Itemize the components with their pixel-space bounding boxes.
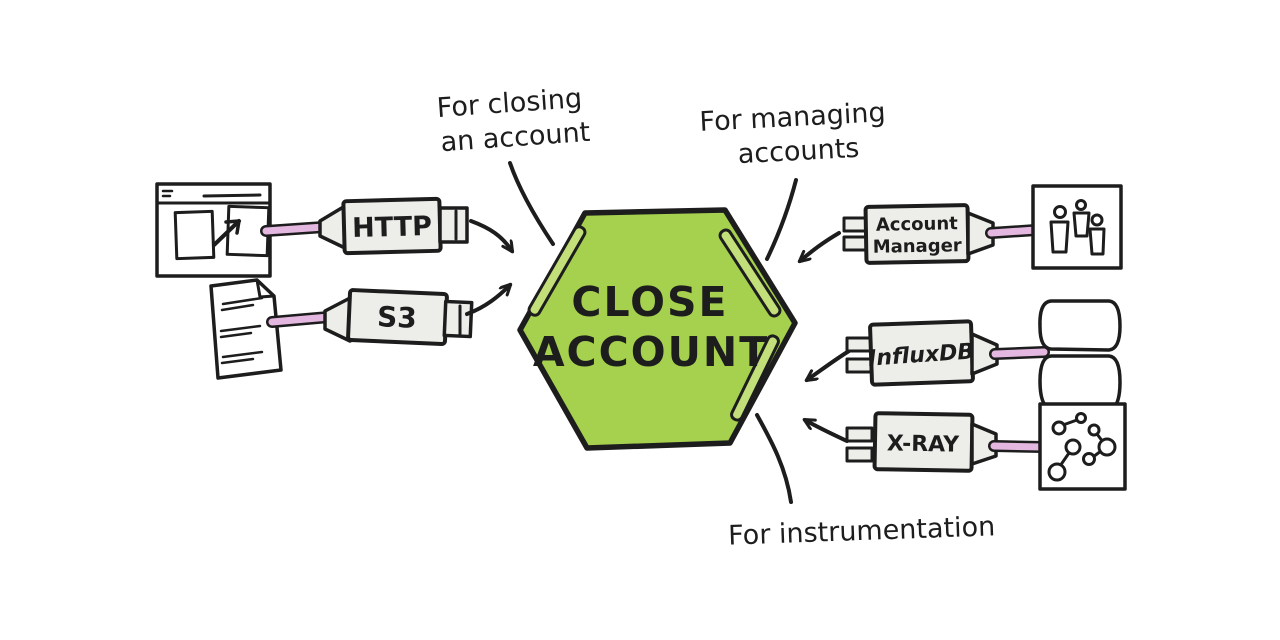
influxdb-plug-collar [970,332,999,376]
s3-cable [268,313,333,326]
s3-plug-label: S3 [376,300,417,335]
xray-arrow [805,418,849,443]
s3-adapter: S3 [209,278,510,380]
http-cable [262,223,328,235]
s3-plug-tip [442,299,474,339]
annotation-managing-pointer-line [765,178,798,261]
users-icon [1031,184,1123,270]
hexagon-port-slot-upper-left [527,225,587,317]
account-manager-adapter: Account Manager [800,184,1123,270]
account-manager-plug-label-line1: Account [876,213,959,235]
account-manager-plug-prong-top [842,216,869,233]
http-plug-collar [318,204,347,250]
annotation-closing-pointer-line [508,161,555,246]
annotation-instrumentation-text: For instrumentation [728,511,996,551]
annotation-closing-line2: an account [440,117,592,158]
http-adapter: HTTP [155,182,512,278]
cursor-arrow-icon [212,219,241,247]
annotation-managing-line1: For managing [699,97,887,138]
s3-arrow [465,285,510,316]
http-plug-tip [438,206,469,244]
http-plug-label: HTTP [352,211,433,244]
xray-plug-prong-bottom [845,446,874,463]
close-account-hexagon: CLOSE ACCOUNT [517,207,798,451]
xray-plug-prong-top [845,426,874,443]
influxdb-cable [991,348,1048,358]
xray-plug-collar [970,422,998,466]
browser-window-icon [155,182,272,278]
xray-adapter: X-RAY [805,402,1127,491]
trace-graph-icon [1038,402,1127,491]
hexagon-shape [517,207,798,451]
document-icon [209,278,283,380]
xray-plug-label: X-RAY [887,431,961,457]
hexagon-title-line2: ACCOUNT [533,328,769,376]
influxdb-plug-prong-bottom [845,357,873,374]
account-manager-arrow [800,231,841,261]
account-manager-plug-collar [966,211,995,256]
account-manager-cable [987,226,1040,237]
xray-cable [990,442,1047,451]
annotation-managing-line2: accounts [737,133,860,170]
http-arrow [469,219,512,251]
annotation-instrumentation-pointer-line [755,413,793,504]
account-manager-plug-label-line2: Manager [873,235,962,258]
influxdb-adapter: InfluxDB [807,299,1122,412]
account-manager-plug-prong-bottom [842,235,869,252]
database-icon [1038,299,1122,412]
hexagon-port-slot-upper-right [718,228,782,318]
hexagon-port-slot-lower-right [730,334,780,422]
hexagon-title-line1: CLOSE [571,278,728,326]
influxdb-arrow [807,349,851,380]
